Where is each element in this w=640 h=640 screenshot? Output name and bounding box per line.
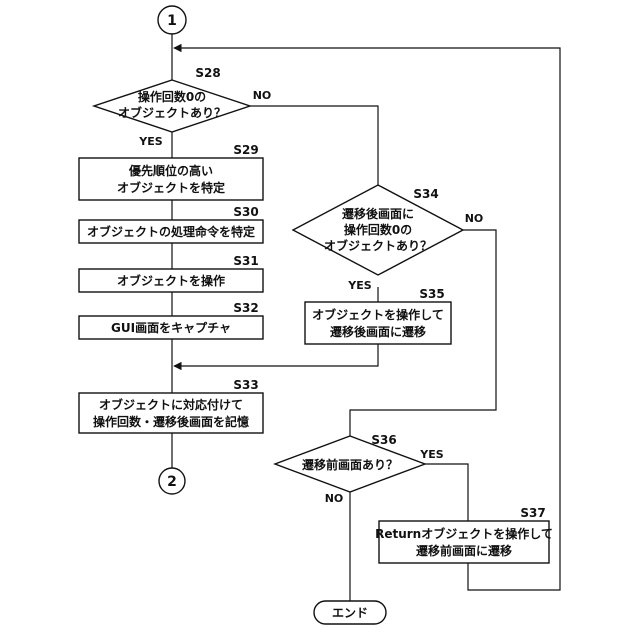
s35-line-2: 遷移後画面に遷移	[330, 324, 426, 339]
s37-line-2: 遷移前画面に遷移	[416, 543, 512, 558]
s34-line-2: 操作回数0の	[344, 222, 412, 237]
s31-line-1: オブジェクトを操作	[117, 273, 225, 288]
line-s28-no-s34	[250, 106, 378, 185]
s29-line-1: 優先順位の高い	[128, 163, 213, 178]
decision-s28: 操作回数0の オブジェクトあり？ S28 NO YES	[94, 66, 271, 148]
s28-line-1: 操作回数0の	[138, 89, 206, 104]
s33-line-1: オブジェクトに対応付けて	[99, 397, 243, 412]
s37-step-label: S37	[520, 506, 545, 520]
s32-line-1: GUI画面をキャプチャ	[111, 320, 231, 335]
s36-step-label: S36	[371, 433, 396, 447]
s34-no-label: NO	[465, 212, 484, 225]
s33-line-2: 操作回数・遷移後画面を記憶	[93, 414, 249, 429]
line-s36-yes-s37	[425, 464, 468, 521]
connector-bottom: 2	[159, 468, 185, 494]
connector-bottom-label: 2	[167, 474, 177, 490]
s36-no-label: NO	[325, 492, 344, 505]
decision-s36: 遷移前画面あり？ S36 YES NO	[275, 433, 444, 505]
s37-line-1: Returnオブジェクトを操作して	[375, 526, 553, 541]
process-s31: オブジェクトを操作 S31	[79, 254, 263, 292]
s34-line-3: オブジェクトあり？	[324, 238, 432, 253]
s34-step-label: S34	[413, 187, 438, 201]
s34-line-1: 遷移後画面に	[342, 206, 414, 221]
s31-step-label: S31	[233, 254, 258, 268]
s29-line-2: オブジェクトを特定	[117, 180, 225, 195]
s28-no-label: NO	[253, 89, 272, 102]
process-s30: オブジェクトの処理命令を特定 S30	[79, 205, 263, 243]
s28-line-2: オブジェクトあり？	[118, 105, 226, 120]
s28-step-label: S28	[195, 66, 220, 80]
end-label: エンド	[332, 606, 368, 620]
s30-line-1: オブジェクトの処理命令を特定	[87, 224, 255, 239]
s36-line-1: 遷移前画面あり？	[302, 457, 398, 472]
line-s35-merge	[174, 344, 378, 366]
connector-top: 1	[158, 6, 186, 34]
connector-top-label: 1	[167, 13, 177, 29]
s32-step-label: S32	[233, 301, 258, 315]
process-s29: 優先順位の高い オブジェクトを特定 S29	[79, 143, 263, 200]
s35-line-1: オブジェクトを操作して	[312, 307, 444, 322]
s34-yes-label: YES	[347, 279, 371, 292]
s33-step-label: S33	[233, 378, 258, 392]
s36-yes-label: YES	[419, 448, 443, 461]
decision-s34: 遷移後画面に 操作回数0の オブジェクトあり？ S34 NO YES	[293, 185, 483, 292]
process-s32: GUI画面をキャプチャ S32	[79, 301, 263, 339]
s28-yes-label: YES	[138, 135, 162, 148]
s30-step-label: S30	[233, 205, 258, 219]
terminal-end: エンド	[314, 601, 386, 624]
s29-step-label: S29	[233, 143, 258, 157]
s35-step-label: S35	[419, 287, 444, 301]
process-s33: オブジェクトに対応付けて 操作回数・遷移後画面を記憶 S33	[79, 378, 263, 433]
process-s37: Returnオブジェクトを操作して 遷移前画面に遷移 S37	[375, 506, 553, 563]
